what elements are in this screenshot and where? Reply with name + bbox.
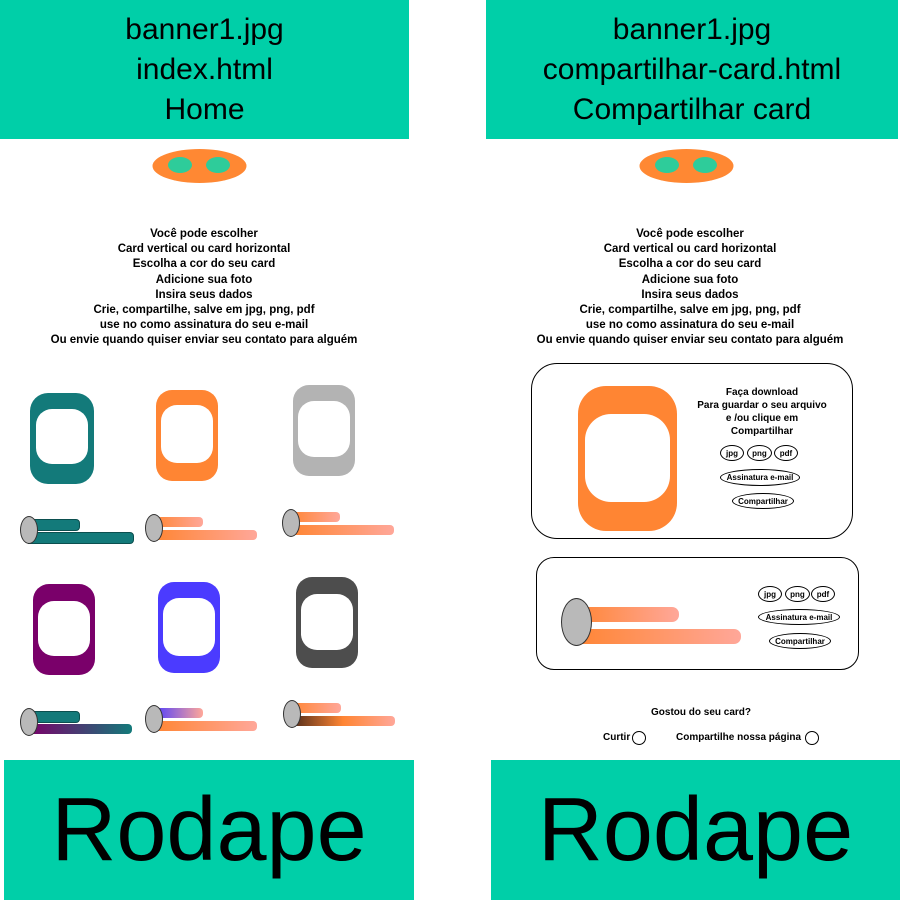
intro-line: Ou envie quando quiser enviar seu contat… bbox=[50, 334, 358, 347]
share-button[interactable]: Compartilhar bbox=[769, 633, 831, 649]
intro-line: Crie, compartilhe, salve em jpg, png, pd… bbox=[579, 304, 801, 317]
like-label: Curtir bbox=[603, 732, 631, 743]
left-logo-icon[interactable] bbox=[152, 148, 247, 184]
instruction-line: Compartilhar bbox=[730, 426, 794, 437]
left-banner: banner1.jpg index.html Home bbox=[0, 0, 409, 139]
intro-line: Ou envie quando quiser enviar seu contat… bbox=[536, 334, 844, 347]
intro-line: use no como assinatura do seu e-mail bbox=[585, 319, 795, 332]
jpg-button[interactable]: jpg bbox=[720, 445, 744, 461]
left-banner-title: Home bbox=[164, 92, 245, 126]
horizontal-card-orange[interactable] bbox=[145, 514, 257, 544]
vertical-card-preview-panel: Faça download Para guardar o seu arquivo… bbox=[531, 363, 853, 539]
vertical-card-preview bbox=[578, 386, 677, 531]
horizontal-card-dark-salmon[interactable] bbox=[283, 700, 395, 730]
png-button[interactable]: png bbox=[785, 586, 810, 602]
intro-line: Adicione sua foto bbox=[155, 273, 253, 286]
right-logo-icon[interactable] bbox=[639, 148, 734, 184]
signature-button[interactable]: Assinatura e-mail bbox=[720, 469, 800, 486]
instruction-line: e /ou clique em bbox=[725, 413, 799, 424]
right-banner: banner1.jpg compartilhar-card.html Compa… bbox=[486, 0, 898, 139]
right-footer-text: Rodape bbox=[537, 779, 854, 880]
png-button[interactable]: png bbox=[747, 445, 772, 461]
intro-line: Você pode escolher bbox=[150, 228, 258, 240]
vertical-card-teal[interactable] bbox=[30, 393, 94, 484]
right-banner-filename: banner1.jpg bbox=[612, 12, 772, 46]
signature-button[interactable]: Assinatura e-mail bbox=[758, 609, 840, 625]
horizontal-card-salmon[interactable] bbox=[282, 509, 394, 539]
intro-line: Escolha a cor do seu card bbox=[618, 258, 762, 271]
jpg-label: jpg bbox=[726, 448, 738, 458]
right-banner-page: compartilhar-card.html bbox=[542, 52, 842, 86]
horizontal-card-preview bbox=[561, 598, 741, 648]
intro-line: Crie, compartilhe, salve em jpg, png, pd… bbox=[93, 304, 315, 317]
horizontal-card-purple-teal[interactable] bbox=[20, 708, 132, 738]
intro-line: Você pode escolher bbox=[636, 228, 744, 240]
vertical-card-orange[interactable] bbox=[156, 390, 218, 481]
png-label: png bbox=[752, 448, 767, 458]
vertical-card-dark[interactable] bbox=[296, 577, 358, 668]
instruction-line: Faça download bbox=[725, 387, 799, 398]
left-footer-text: Rodape bbox=[51, 779, 367, 880]
feedback-question: Gostou do seu card? bbox=[651, 707, 752, 718]
instruction-line: Para guardar o seu arquivo bbox=[697, 400, 827, 411]
right-footer: Rodape bbox=[491, 760, 900, 900]
share-label: Compartilhar bbox=[738, 496, 788, 506]
intro-line: Insira seus dados bbox=[641, 288, 739, 301]
signature-label: Assinatura e-mail bbox=[765, 612, 833, 622]
vertical-card-purple[interactable] bbox=[33, 584, 95, 675]
pdf-button[interactable]: pdf bbox=[774, 445, 798, 461]
left-intro-text: Você pode escolher Card vertical ou card… bbox=[0, 227, 414, 349]
vertical-card-blue[interactable] bbox=[158, 582, 220, 673]
intro-line: Card vertical ou card horizontal bbox=[603, 243, 777, 256]
right-banner-title: Compartilhar card bbox=[572, 92, 812, 126]
right-intro-text: Você pode escolher Card vertical ou card… bbox=[480, 227, 900, 349]
left-footer: Rodape bbox=[4, 760, 414, 900]
like-radio[interactable] bbox=[632, 731, 646, 745]
intro-line: Escolha a cor do seu card bbox=[132, 258, 276, 271]
share-page-label: Compartilhe nossa página bbox=[676, 732, 802, 743]
vertical-card-gray[interactable] bbox=[293, 385, 355, 476]
left-banner-page: index.html bbox=[136, 52, 273, 86]
intro-line: Insira seus dados bbox=[155, 288, 253, 301]
intro-line: use no como assinatura do seu e-mail bbox=[99, 319, 309, 332]
share-label: Compartilhar bbox=[775, 636, 825, 646]
pdf-button[interactable]: pdf bbox=[811, 586, 835, 602]
horizontal-card-teal[interactable] bbox=[20, 516, 134, 546]
signature-label: Assinatura e-mail bbox=[726, 473, 794, 482]
horizontal-card-blue-orange[interactable] bbox=[145, 705, 257, 735]
pdf-label: pdf bbox=[779, 448, 793, 458]
jpg-button[interactable]: jpg bbox=[758, 586, 782, 602]
intro-line: Card vertical ou card horizontal bbox=[117, 243, 291, 256]
share-page-radio[interactable] bbox=[805, 731, 819, 745]
jpg-label: jpg bbox=[764, 589, 776, 599]
share-button[interactable]: Compartilhar bbox=[732, 493, 794, 509]
png-label: png bbox=[790, 589, 805, 599]
horizontal-card-preview-panel: jpg png pdf Assinatura e-mail Compartilh… bbox=[536, 557, 859, 670]
download-instructions: Faça download Para guardar o seu arquivo… bbox=[682, 386, 842, 438]
pdf-label: pdf bbox=[816, 589, 830, 599]
left-banner-filename: banner1.jpg bbox=[125, 12, 284, 46]
intro-line: Adicione sua foto bbox=[641, 273, 739, 286]
